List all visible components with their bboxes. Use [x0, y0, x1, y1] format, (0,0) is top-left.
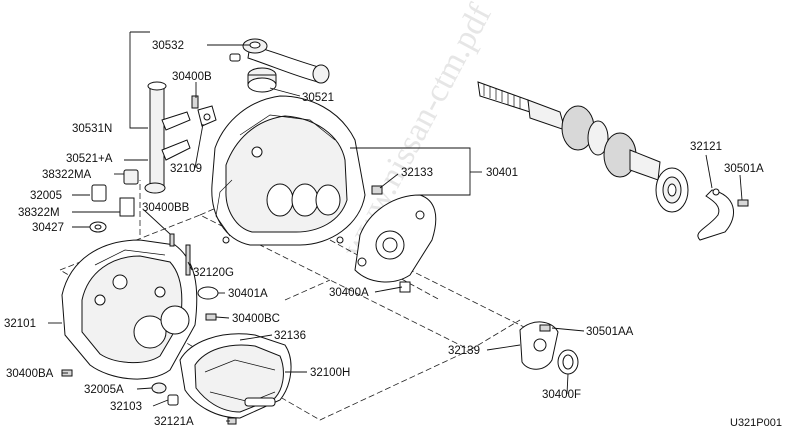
callout-30400a: 30400A: [329, 287, 369, 299]
bolt-32133: [371, 185, 383, 195]
callout-30401a: 30401A: [228, 288, 268, 300]
callout-32121a: 32121A: [154, 416, 194, 428]
bolt-30501a: [737, 199, 749, 207]
callout-30401: 30401: [486, 167, 518, 179]
callout-32120g: 32120G: [193, 267, 234, 279]
leader-lines: [48, 31, 743, 422]
stud-30400bb: [169, 233, 175, 247]
transaxle-case-32101: [61, 233, 219, 406]
callout-30400bc: 30400BC: [232, 313, 280, 325]
callout-38322m: 38322M: [18, 207, 60, 219]
bushing-38322ma: [123, 169, 139, 185]
callout-32121: 32121: [690, 141, 722, 153]
callout-32100h: 32100H: [310, 367, 350, 379]
rear-cover-group: [179, 333, 292, 425]
fork-arm-upper: [161, 111, 191, 131]
callout-30400b: 30400B: [172, 71, 212, 83]
lever-end: [312, 64, 330, 84]
callout-30501a: 30501A: [724, 163, 764, 175]
plug-32005a: [151, 382, 167, 394]
cover-32100h: [194, 344, 284, 413]
callout-30400bb: 30400BB: [142, 202, 190, 214]
callout-labels: 30532 30400B 30521 30531N 30521+A 38322M…: [4, 40, 764, 428]
callout-30532: 30532: [152, 40, 184, 52]
fork-arm-lower: [161, 139, 191, 161]
callout-32133: 32133: [401, 167, 433, 179]
gear-2: [587, 120, 609, 156]
callout-30531n: 30531N: [72, 123, 112, 135]
bush-30521a: [144, 182, 166, 194]
callout-32109: 32109: [170, 163, 202, 175]
stud-32120g: [185, 244, 191, 276]
bolt-30400b-part: [191, 95, 199, 109]
figure-code: U321P001: [730, 417, 782, 429]
snap-ring-32121: [697, 188, 749, 241]
callout-30400ba: 30400BA: [6, 368, 54, 380]
retainer-plate: [354, 185, 437, 293]
callout-30400f: 30400F: [542, 389, 581, 401]
bolt-30400bc: [205, 313, 217, 321]
bolt-30501aa: [539, 324, 551, 332]
bushing-38322m: [119, 197, 135, 217]
callout-32103: 32103: [110, 401, 142, 413]
main-shaft-assembly: [477, 81, 689, 213]
callout-32139: 32139: [448, 345, 480, 357]
bolt-30400a: [399, 281, 411, 293]
pin-30532: [229, 53, 241, 62]
plug-32103: [167, 394, 179, 406]
callout-38322ma: 38322MA: [42, 169, 92, 181]
callout-32101: 32101: [4, 318, 36, 330]
oil-seal-30401a: [197, 286, 219, 300]
shaft-spline: [477, 81, 531, 113]
shift-rod-group: [89, 38, 330, 233]
plug-32005: [91, 184, 107, 202]
small-bracket-group: [519, 321, 579, 375]
callout-32005a: 32005A: [84, 384, 124, 396]
callout-30501aa: 30501AA: [586, 326, 634, 338]
shift-rod: [149, 84, 165, 191]
clutch-housing-30401: [211, 95, 366, 246]
callout-32136: 32136: [274, 330, 306, 342]
callout-32005: 32005: [30, 190, 62, 202]
callout-30521a: 30521+A: [66, 153, 113, 165]
callout-30521: 30521: [302, 92, 334, 104]
shift-rod-top: [147, 81, 167, 91]
callout-30427: 30427: [32, 222, 64, 234]
